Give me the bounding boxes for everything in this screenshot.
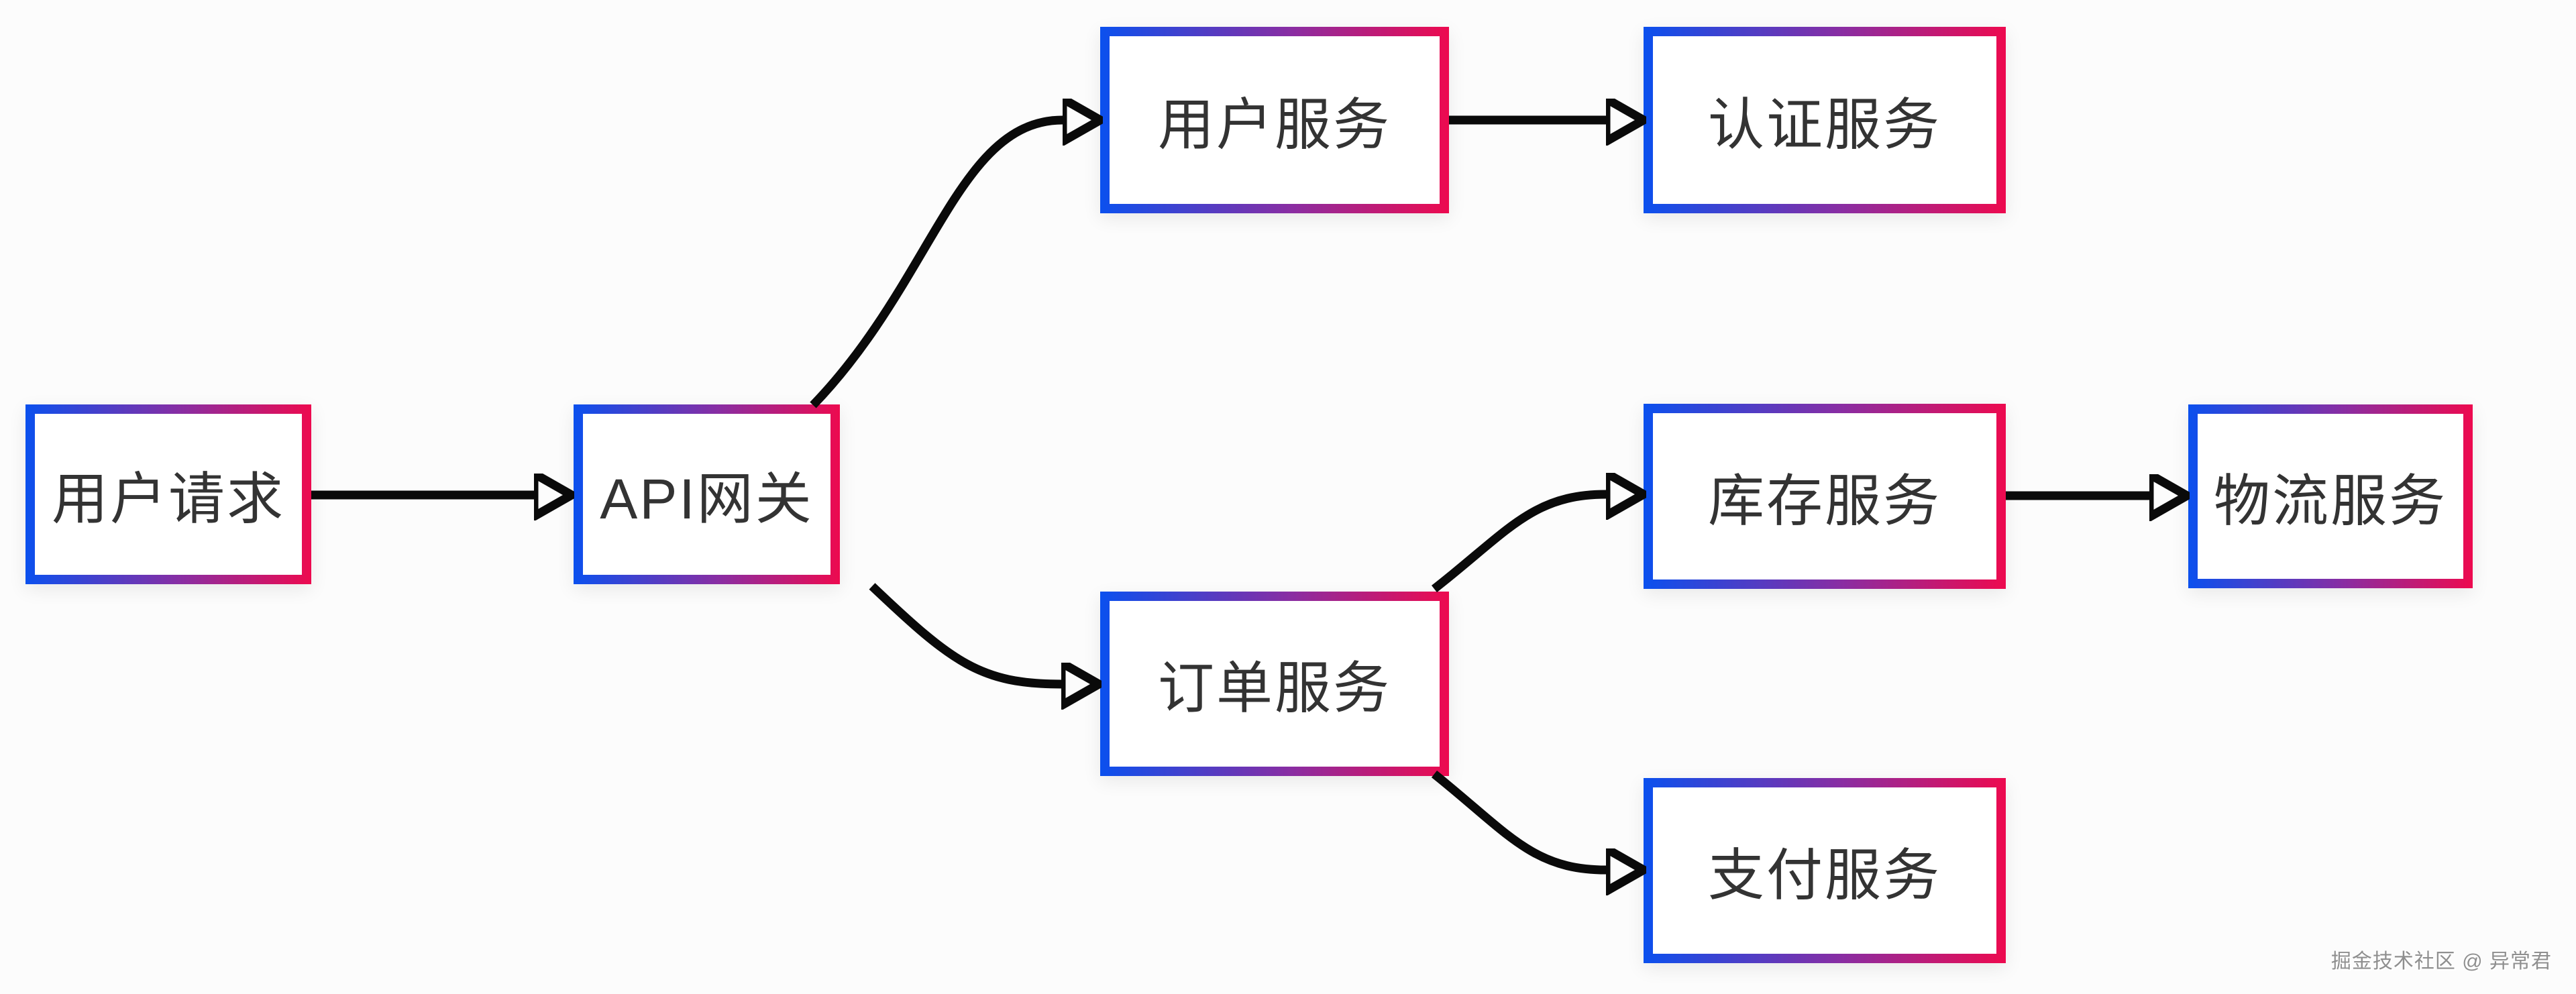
edge-api-gateway-to-user-service	[810, 120, 1063, 408]
node-api-gateway: API网关	[574, 404, 840, 584]
edge-order-service-to-payment-service	[1431, 770, 1606, 870]
node-user-request: 用户请求	[25, 404, 311, 584]
node-auth-service: 认证服务	[1644, 27, 2006, 213]
node-inventory-service: 库存服务	[1644, 404, 2006, 589]
node-order-service: 订单服务	[1100, 592, 1449, 776]
node-logistics-service: 物流服务	[2188, 404, 2473, 588]
node-payment-service: 支付服务	[1644, 778, 2006, 963]
node-order-service-label: 订单服务	[1157, 657, 1391, 720]
node-user-request-label: 用户请求	[51, 467, 285, 531]
edge-api-gateway-to-order-service	[869, 583, 1061, 684]
node-logistics-service-label: 物流服务	[2213, 469, 2447, 533]
node-inventory-service-label: 库存服务	[1707, 469, 1941, 533]
edge-order-service-to-inventory-service	[1431, 494, 1606, 593]
node-user-service: 用户服务	[1100, 27, 1449, 213]
node-auth-service-label: 认证服务	[1707, 93, 1941, 156]
node-api-gateway-label: API网关	[600, 467, 814, 531]
node-user-service-label: 用户服务	[1157, 93, 1391, 156]
watermark: 掘金技术社区 @ 异常君	[2330, 950, 2552, 973]
node-payment-service-label: 支付服务	[1707, 843, 1941, 907]
